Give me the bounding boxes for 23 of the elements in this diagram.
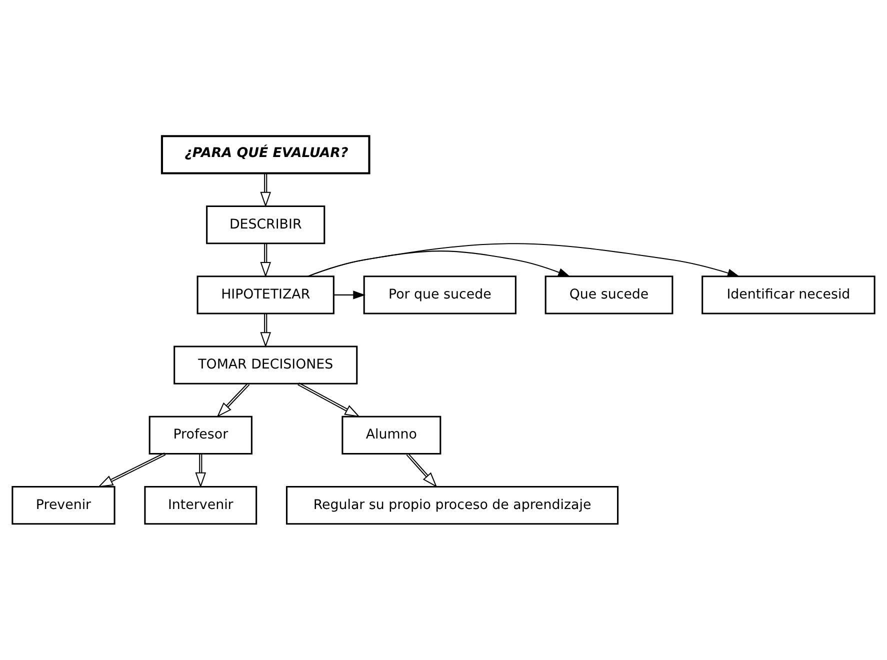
arrow bbox=[334, 290, 366, 300]
arrow bbox=[195, 454, 206, 488]
arrow bbox=[260, 314, 272, 348]
arrow bbox=[308, 243, 740, 278]
arrow bbox=[308, 250, 570, 277]
node-box: HIPOTETIZAR bbox=[196, 276, 334, 314]
arrow bbox=[260, 174, 272, 208]
node-box: TOMAR DECISIONES bbox=[174, 346, 358, 384]
node-box: Prevenir bbox=[12, 486, 116, 525]
node-box: ¿PARA QUÉ EVALUAR? bbox=[160, 135, 370, 174]
node-box: Regular su propio proceso de aprendizaje bbox=[286, 486, 619, 525]
arrow bbox=[98, 452, 166, 488]
arrow bbox=[406, 453, 438, 488]
node-box: DESCRIBIR bbox=[206, 205, 326, 244]
node-box: Que sucede bbox=[544, 276, 674, 314]
node-box: Identificar necesid bbox=[702, 276, 876, 314]
arrow bbox=[298, 382, 360, 418]
node-box: Intervenir bbox=[144, 486, 258, 525]
node-box: Profesor bbox=[148, 416, 252, 455]
arrow bbox=[216, 382, 250, 418]
node-box: Por que sucede bbox=[363, 276, 516, 314]
node-box: Alumno bbox=[342, 416, 442, 455]
arrow bbox=[260, 244, 272, 278]
